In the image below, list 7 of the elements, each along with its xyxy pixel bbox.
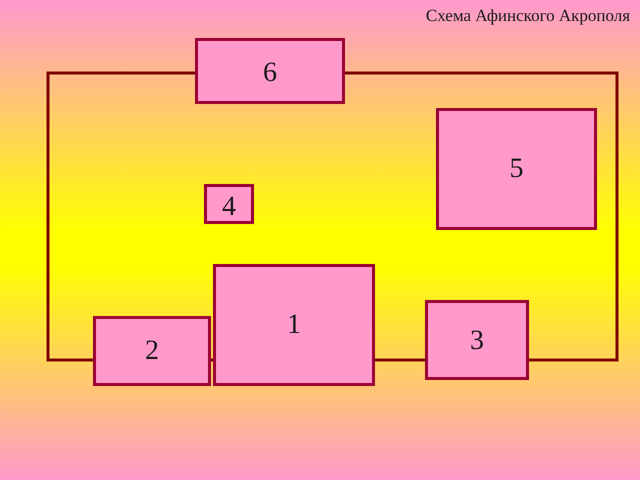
area-box: 5 [436, 108, 597, 230]
area-box: 3 [425, 300, 529, 380]
area-box: 2 [93, 316, 211, 386]
area-box: 6 [195, 38, 345, 104]
area-box: 4 [204, 184, 254, 224]
diagram-title: Схема Афинского Акрополя [424, 6, 632, 26]
area-box: 1 [213, 264, 375, 386]
